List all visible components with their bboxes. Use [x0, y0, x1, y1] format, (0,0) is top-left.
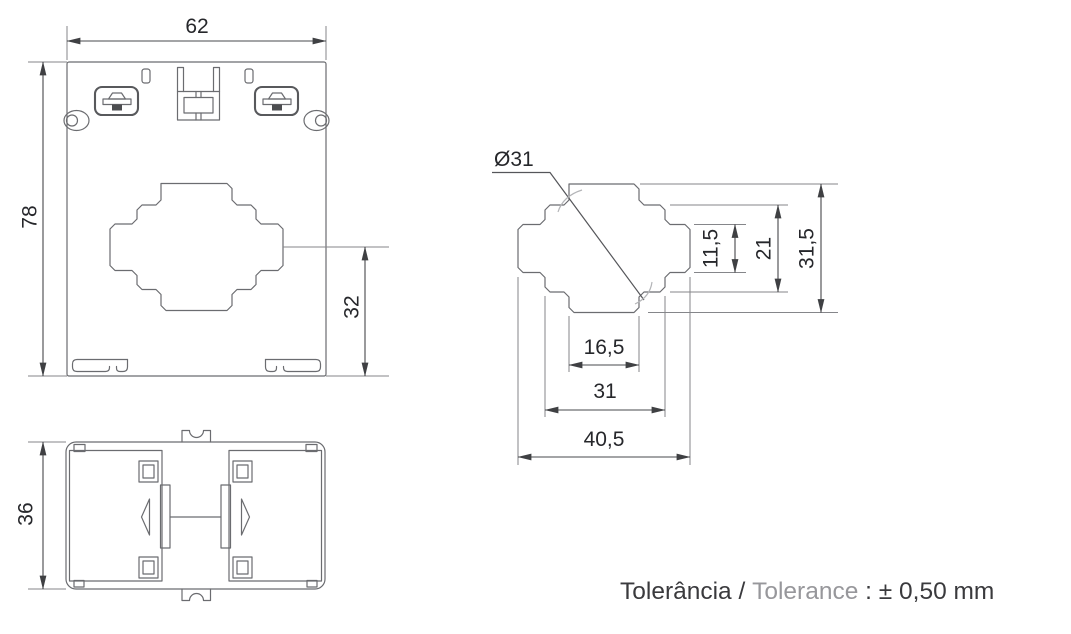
terminal-left: [93, 85, 140, 117]
dim-aperture-width-label: 16,5: [584, 336, 625, 359]
bottom-view: 36: [14, 429, 326, 602]
din-slot-right: [264, 358, 322, 373]
release-arrow-left: [140, 498, 151, 536]
dim-overall-width-label: 40,5: [584, 428, 625, 451]
din-slot-left: [71, 358, 129, 373]
corner-tab: [305, 443, 318, 453]
mount-ear-right: [303, 109, 330, 132]
diameter-arc-lower: [634, 281, 653, 305]
panel-right: [228, 449, 323, 582]
bottom-body-outline: [65, 441, 326, 590]
panel-left: [68, 449, 163, 582]
dim-aperture-to-base: 32: [283, 246, 389, 377]
front-view: 62 78 32: [18, 15, 389, 377]
slot-left: [141, 68, 151, 84]
tolerance-value: : ± 0,50 mm: [858, 578, 994, 605]
dim-front-height: 78: [18, 61, 67, 377]
aperture-detail-view: Ø31 11,5 21 31,5 1: [492, 148, 838, 465]
center-latch: [176, 66, 221, 121]
dim-depth: 36: [14, 441, 66, 590]
dim-step-height-label: 21: [752, 237, 775, 260]
clip-left-top: [138, 460, 159, 483]
front-body-outline: [66, 61, 327, 377]
dim-front-width: 62: [66, 15, 327, 60]
dim-aperture-to-base-label: 32: [340, 295, 363, 318]
release-arrow-right: [240, 498, 251, 536]
dim-aperture-height-label: 11,5: [699, 229, 722, 268]
dim-step-width-label: 31: [593, 380, 616, 403]
clip-left-bottom: [138, 556, 159, 579]
dim-detail-widths: 16,5 31 40,5: [517, 277, 691, 465]
clip-right-top: [232, 460, 253, 483]
tolerance-separator: /: [732, 578, 752, 605]
mount-ear-left: [63, 109, 90, 132]
diameter-arc-upper: [557, 189, 583, 213]
dim-front-height-label: 78: [18, 205, 41, 228]
dim-front-width-label: 62: [185, 15, 208, 38]
detail-aperture-outline: [517, 183, 691, 314]
diameter-callout: Ø31: [492, 148, 653, 305]
tolerance-note: Tolerância / Tolerance : ± 0,50 mm: [620, 578, 994, 605]
terminal-right: [253, 85, 300, 117]
tolerance-text: Tolerância / Tolerance : ± 0,50 mm: [620, 578, 994, 605]
tolerance-label-en: Tolerance: [752, 578, 858, 605]
dim-depth-label: 36: [14, 502, 37, 525]
dim-detail-heights: 11,5 21 31,5: [640, 183, 838, 314]
clip-right-bottom: [232, 556, 253, 579]
diameter-leader-line: [492, 171, 645, 301]
tolerance-label-pt: Tolerância: [620, 578, 732, 605]
corner-tab: [73, 443, 86, 453]
slot-right: [244, 68, 254, 84]
front-aperture-window: [109, 182, 284, 312]
tab-bottom: [181, 588, 212, 602]
dim-overall-height-label: 31,5: [795, 228, 818, 269]
tab-top: [181, 429, 212, 443]
diameter-label: Ø31: [494, 148, 534, 171]
